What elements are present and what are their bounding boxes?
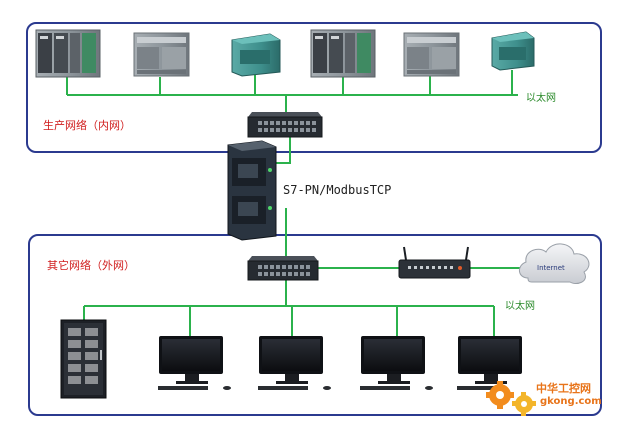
external-switch-icon [247, 256, 319, 281]
plc-s7-1200-1 [133, 32, 190, 77]
watermark-domain: gkong.com [540, 396, 602, 407]
ethernet-label-bottom: 以太网 [505, 301, 535, 312]
internet-cloud-icon [519, 243, 590, 285]
server-cabinet-icon [60, 319, 107, 399]
internal-ethernet-lines [66, 70, 518, 256]
plc-s7-1200-2 [403, 32, 460, 77]
plc-s7-400-1 [35, 29, 101, 78]
pc-3 [360, 336, 433, 390]
pc-4 [457, 336, 522, 390]
plc-s7-400-2 [310, 29, 376, 78]
ethernet-label-top: 以太网 [526, 93, 556, 104]
external-network-label: 其它网络（外网） [47, 259, 135, 272]
protocol-label: S7-PN/ModbusTCP [283, 183, 392, 197]
external-ethernet-lines [83, 267, 524, 336]
plc-s7-1500-1 [231, 33, 281, 77]
gateway-module-icon [227, 140, 277, 241]
plc-s7-1500-2 [491, 31, 535, 71]
pc-1 [158, 336, 231, 390]
internal-network-zone [26, 22, 602, 153]
external-network-zone [28, 234, 602, 416]
cloud-label: Internet [537, 264, 565, 272]
watermark-gear-icon [486, 381, 536, 416]
pc-2 [258, 336, 331, 390]
switch-to-gateway-line [276, 137, 291, 164]
internal-network-label: 生产网络（内网） [43, 119, 131, 132]
internal-switch-icon [247, 112, 323, 138]
router-icon [398, 246, 471, 279]
watermark-title: 中华工控网 [536, 382, 591, 395]
